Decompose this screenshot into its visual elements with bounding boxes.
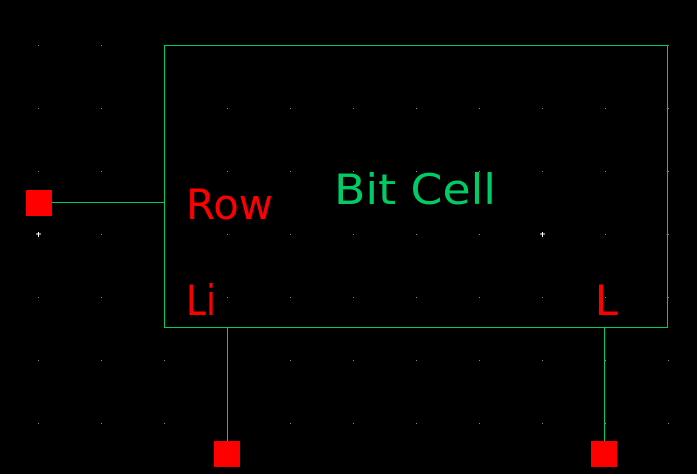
- grid-dot: [353, 297, 354, 298]
- grid-dot: [416, 171, 417, 172]
- grid-dot: [290, 360, 291, 361]
- grid-dot: [668, 108, 669, 109]
- grid-dot: [668, 45, 669, 46]
- grid-dot: [101, 297, 102, 298]
- grid-dot: [38, 171, 39, 172]
- grid-dot: [164, 423, 165, 424]
- grid-dot: [668, 297, 669, 298]
- grid-dot: [290, 297, 291, 298]
- grid-dot: [542, 297, 543, 298]
- pin-label-l: L: [595, 276, 619, 325]
- pin-square-li[interactable]: [214, 441, 240, 467]
- grid-dot: [290, 108, 291, 109]
- origin-cross-icon: [36, 232, 41, 237]
- grid-dot: [290, 423, 291, 424]
- grid-dot: [227, 234, 228, 235]
- grid-dot: [38, 108, 39, 109]
- grid-dot: [605, 108, 606, 109]
- pin-square-row[interactable]: [26, 190, 52, 216]
- grid-dot: [353, 234, 354, 235]
- grid-dot: [542, 423, 543, 424]
- grid-dot: [101, 360, 102, 361]
- grid-dot: [353, 108, 354, 109]
- grid-dot: [479, 234, 480, 235]
- grid-dot: [416, 423, 417, 424]
- grid-dot: [605, 423, 606, 424]
- grid-dot: [227, 171, 228, 172]
- grid-dot: [38, 45, 39, 46]
- grid-dot: [668, 171, 669, 172]
- grid-dot: [101, 171, 102, 172]
- grid-dot: [542, 108, 543, 109]
- grid-dot: [479, 423, 480, 424]
- pin-square-l[interactable]: [591, 441, 617, 467]
- grid-dots: [38, 45, 669, 424]
- grid-dot: [227, 108, 228, 109]
- grid-dot: [38, 360, 39, 361]
- grid-dot: [605, 234, 606, 235]
- grid-dot: [479, 171, 480, 172]
- grid-dot: [164, 360, 165, 361]
- grid-dot: [353, 423, 354, 424]
- grid-dot: [290, 234, 291, 235]
- grid-dot: [668, 360, 669, 361]
- grid-dot: [101, 45, 102, 46]
- grid-dot: [542, 171, 543, 172]
- grid-dot: [605, 360, 606, 361]
- grid-dot: [416, 234, 417, 235]
- origin-markers: [36, 232, 545, 237]
- grid-dot: [353, 171, 354, 172]
- pin-label-row: Row: [186, 180, 273, 229]
- grid-dot: [479, 360, 480, 361]
- grid-dot: [227, 297, 228, 298]
- origin-cross-icon: [540, 232, 545, 237]
- grid-dot: [668, 234, 669, 235]
- grid-dot: [668, 423, 669, 424]
- symbol-body[interactable]: [164, 45, 668, 328]
- grid-dot: [479, 297, 480, 298]
- grid-dot: [479, 108, 480, 109]
- grid-dot: [101, 234, 102, 235]
- grid-dot: [542, 360, 543, 361]
- symbol-title: Bit Cell: [334, 165, 496, 214]
- grid-dot: [353, 360, 354, 361]
- grid-dot: [416, 108, 417, 109]
- grid-dot: [605, 171, 606, 172]
- grid-dot: [416, 297, 417, 298]
- pin-label-li: Li: [186, 276, 216, 325]
- grid-dot: [38, 297, 39, 298]
- grid-dot: [290, 171, 291, 172]
- grid-dot: [38, 423, 39, 424]
- grid-dot: [101, 108, 102, 109]
- grid-dot: [101, 423, 102, 424]
- grid-dot: [605, 297, 606, 298]
- grid-dot: [416, 360, 417, 361]
